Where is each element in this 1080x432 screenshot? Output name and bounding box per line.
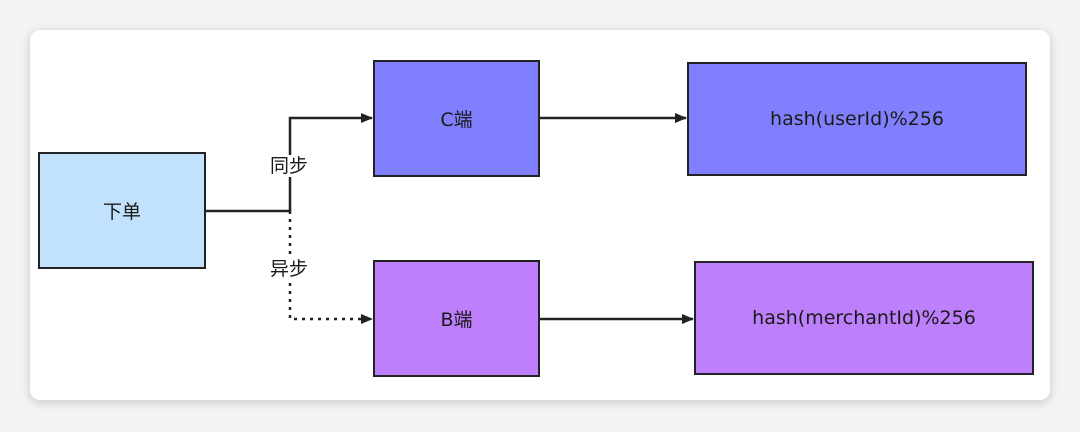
node-b-hash: hash(merchantId)%256 <box>694 261 1034 375</box>
edge-async <box>288 211 373 324</box>
edge-label-sync: 同步 <box>268 155 311 177</box>
edge-label-async: 异步 <box>268 258 311 280</box>
node-b-end: B端 <box>373 260 540 377</box>
node-c-end: C端 <box>373 60 540 177</box>
node-order: 下单 <box>38 152 206 269</box>
node-c-hash: hash(userId)%256 <box>687 62 1027 176</box>
